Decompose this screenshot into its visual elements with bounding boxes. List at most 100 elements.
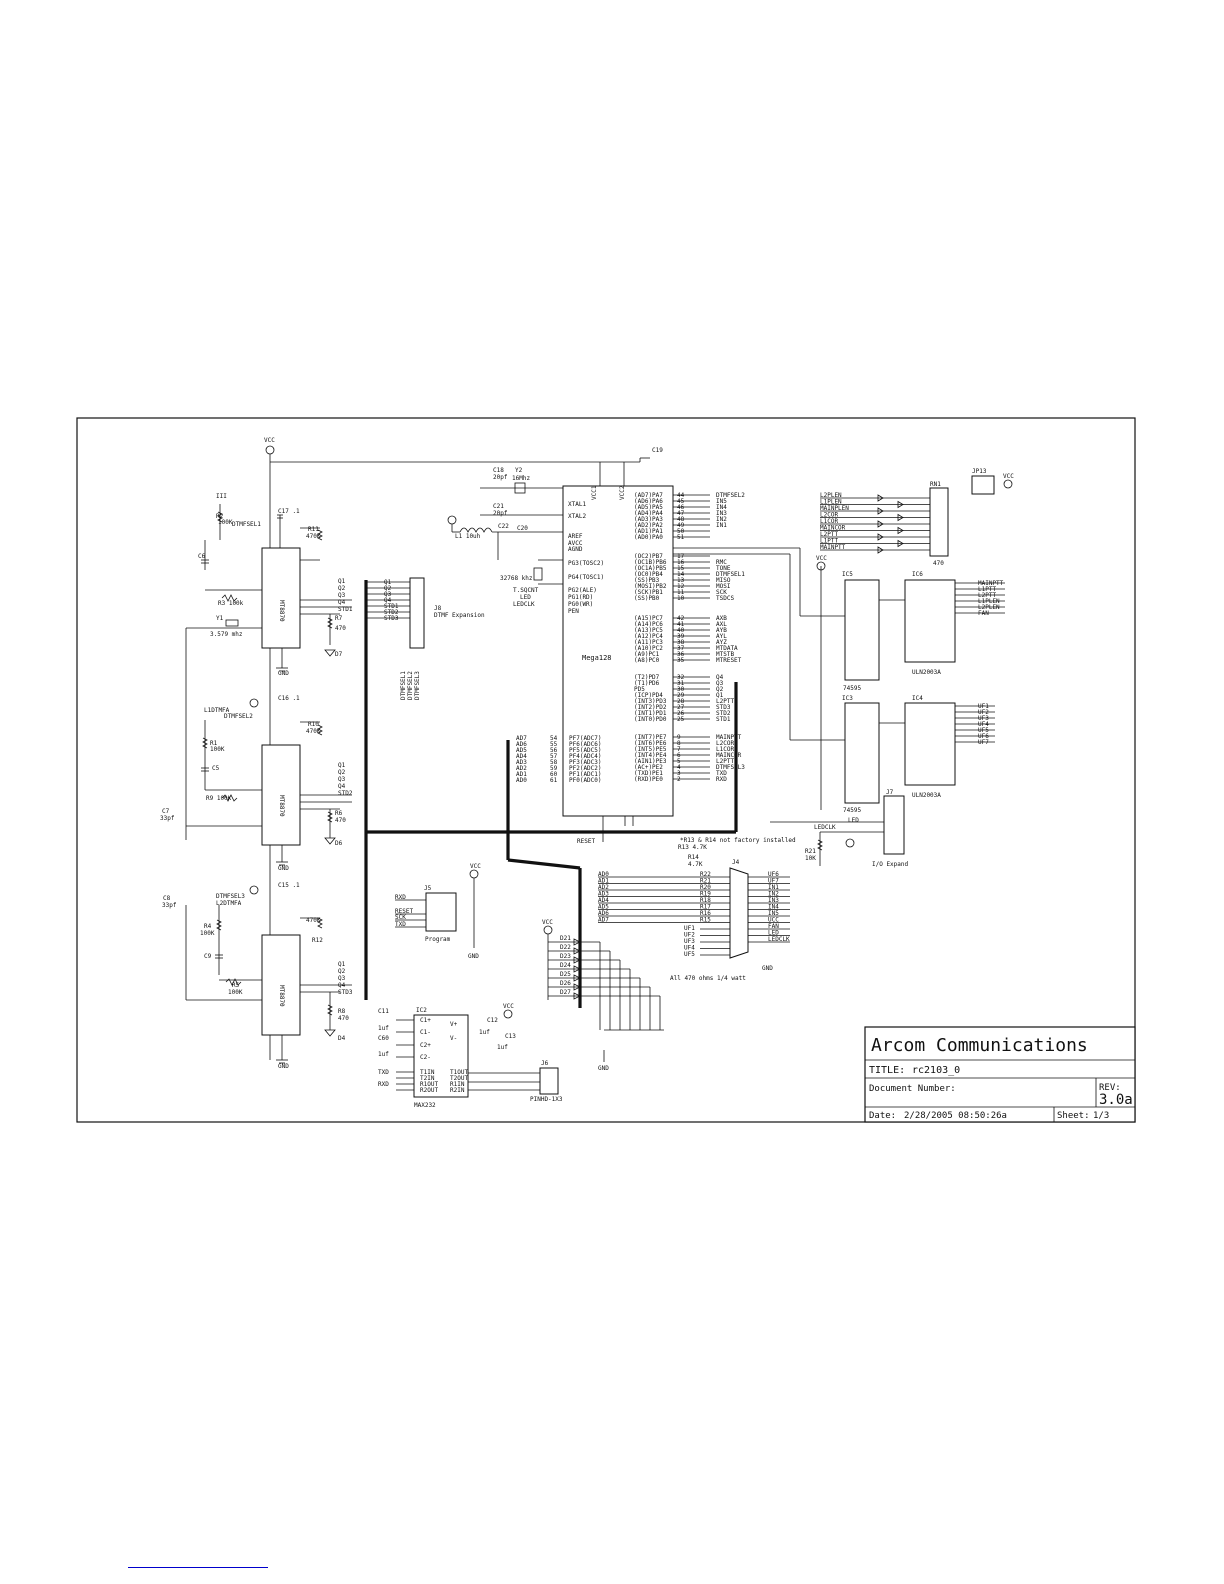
mcu-right-pin: (AD6)PA6 bbox=[634, 498, 663, 505]
r5-value: 100K bbox=[228, 989, 243, 996]
diode-icon bbox=[573, 938, 581, 946]
diode-icon bbox=[573, 965, 581, 973]
date-label: Date: bbox=[869, 1111, 896, 1121]
y1-label: Y1 bbox=[216, 615, 224, 622]
ic6-label: IC6 bbox=[912, 571, 923, 578]
c8-label: C8 bbox=[163, 895, 171, 902]
mcu-adc-pin: PF0(ADC0) bbox=[569, 777, 602, 784]
j4-right-net: LEDCLK bbox=[768, 936, 790, 943]
led-diode-icon bbox=[877, 520, 884, 528]
mcu-right-pin: (AC+)PE2 bbox=[634, 764, 663, 771]
mcu-adc-net: AD3 bbox=[516, 759, 527, 766]
max232: IC2 MAX232 C1+C1-C2+C2-T1INT2INR1OUTR2OU… bbox=[378, 1003, 516, 1109]
doc-number-label: Document Number: bbox=[869, 1084, 956, 1094]
diode-label: D21 bbox=[560, 935, 571, 942]
mcu-right-net: AXB bbox=[716, 615, 727, 622]
r13-label: R13 4.7K bbox=[678, 844, 707, 851]
mcu-net-tsqcnt: T.SQCNT bbox=[513, 587, 539, 594]
mega128-label: Mega128 bbox=[582, 654, 612, 662]
dtmf3-net-std3: STD3 bbox=[338, 989, 353, 996]
j8-connector: J8 DTMF Expansion Q1Q2Q3Q4STD1STD2STD3DT… bbox=[366, 577, 485, 700]
mcu-right-net: TXD bbox=[716, 770, 727, 777]
shift-register-wiring: VCC bbox=[673, 547, 905, 810]
j8-vertical-net: DTMFSEL2 bbox=[407, 671, 414, 700]
j4-right-net: IN4 bbox=[768, 904, 779, 911]
c60-value: 1uf bbox=[378, 1051, 389, 1058]
r11-value: 470K bbox=[306, 533, 321, 540]
mcu-left-pin: PG1(RD) bbox=[568, 594, 593, 601]
mcu-pin-number: 30 bbox=[677, 686, 685, 693]
led-input-net: MAINCOR bbox=[820, 525, 846, 532]
c13-value: 1uf bbox=[497, 1044, 508, 1051]
max232-left-pin: T2IN bbox=[420, 1075, 435, 1082]
c13-label: C13 bbox=[505, 1033, 516, 1040]
dtmf-output-nets: Q1 Q2 Q3 Q4 STD1 Q1 Q2 Q3 Q4 STD2 Q1 Q2 … bbox=[338, 578, 353, 996]
label-iii: III bbox=[216, 493, 227, 500]
led-input-net: MAINPLEN bbox=[820, 505, 849, 512]
mcu-left-pin: PEN bbox=[568, 608, 579, 615]
d4-label: D4 bbox=[338, 1035, 346, 1042]
ic6-output-net: L1PLEN bbox=[978, 598, 1000, 605]
mcu-pin-number: 29 bbox=[677, 692, 685, 699]
title-value: rc2103_0 bbox=[912, 1065, 960, 1076]
j4-resistor: R20 bbox=[700, 884, 711, 891]
mcu-right-pin: (OC0)PB4 bbox=[634, 571, 663, 578]
ic3-hc595: IC3 74595 bbox=[842, 695, 880, 814]
mcu-pin-number: 45 bbox=[677, 498, 685, 505]
dtmf1-net-std1: STD1 bbox=[338, 606, 353, 613]
mcu-net-ledclk: LEDCLK bbox=[513, 601, 535, 608]
c18-label: C18 bbox=[493, 467, 504, 474]
ic3-part: 74595 bbox=[843, 807, 861, 814]
c60-label: C60 bbox=[378, 1035, 389, 1042]
data-bus bbox=[364, 580, 738, 1008]
mcu-pin-number: 46 bbox=[677, 504, 685, 511]
mcu-adc-net: AD1 bbox=[516, 771, 527, 778]
mcu-right-net: L2COR bbox=[716, 740, 734, 747]
j6-connector: J6 PINHD-1X3 bbox=[468, 1060, 563, 1103]
mcu-right-pin: (RXD)PE0 bbox=[634, 776, 663, 783]
mcu-right-pin: (TXD)PE1 bbox=[634, 770, 663, 777]
j7-description: I/O Expand bbox=[872, 861, 909, 868]
c12-value: 1uf bbox=[479, 1029, 490, 1036]
j4-right-net: IN3 bbox=[768, 897, 779, 904]
mcu-left-pin: AGND bbox=[568, 546, 583, 553]
mcu-right-pin: (OC2)PB7 bbox=[634, 553, 663, 560]
j4-left-net: AD5 bbox=[598, 904, 609, 911]
mcu-pin-number: 42 bbox=[677, 615, 685, 622]
j4-uf-net: UF1 bbox=[684, 925, 695, 932]
ic5-part: 74595 bbox=[843, 685, 861, 692]
mcu-right-pin: (INT5)PE5 bbox=[634, 746, 667, 753]
r4-label: R4 bbox=[204, 923, 212, 930]
led-diode-icon bbox=[877, 507, 884, 515]
mcu-adc-net: AD7 bbox=[516, 735, 527, 742]
r21-value: 10K bbox=[805, 855, 816, 862]
dtmfsel1-label: DTMFSEL1 bbox=[232, 521, 261, 528]
mcu-right-net: STD3 bbox=[716, 704, 731, 711]
led-status-array: L2PLENL1PLENMAINPLENL2CORL1CORMAINCORL2P… bbox=[820, 468, 1014, 567]
max232-left-pin: T1IN bbox=[420, 1069, 435, 1076]
mcu-pin-number: 49 bbox=[677, 522, 685, 529]
mcu-adc-net: AD5 bbox=[516, 747, 527, 754]
mcu-right-pin: (SS)PB3 bbox=[634, 577, 660, 584]
dtmf2-net-q3: Q3 bbox=[338, 776, 346, 783]
mcu-right-pin: (A12)PC4 bbox=[634, 633, 663, 640]
dtmf-decoder-2: MT8870 C16 .1 L1DTMFA DTMFSEL2 R10 470K … bbox=[160, 695, 352, 872]
mcu-pin-number: 31 bbox=[677, 680, 685, 687]
diode-icon bbox=[573, 983, 581, 991]
j4-uf-net: UF3 bbox=[684, 938, 695, 945]
mcu-pin-number: 41 bbox=[677, 621, 685, 628]
mcu-right-net: TSDCS bbox=[716, 595, 734, 602]
led-net: LED bbox=[848, 817, 859, 824]
mcu-right-pin: (A13)PC5 bbox=[634, 627, 663, 634]
j8-net: Q2 bbox=[384, 585, 392, 592]
mcu-adc-pin: PF2(ADC2) bbox=[569, 765, 602, 772]
mcu-pin-number: 9 bbox=[677, 734, 681, 741]
ic4-output-net: UF2 bbox=[978, 709, 989, 716]
j8-net: STD3 bbox=[384, 615, 399, 622]
j4-left-net: AD7 bbox=[598, 917, 609, 924]
gnd-2-label: GND bbox=[278, 865, 289, 872]
j5-label: J5 bbox=[424, 885, 432, 892]
